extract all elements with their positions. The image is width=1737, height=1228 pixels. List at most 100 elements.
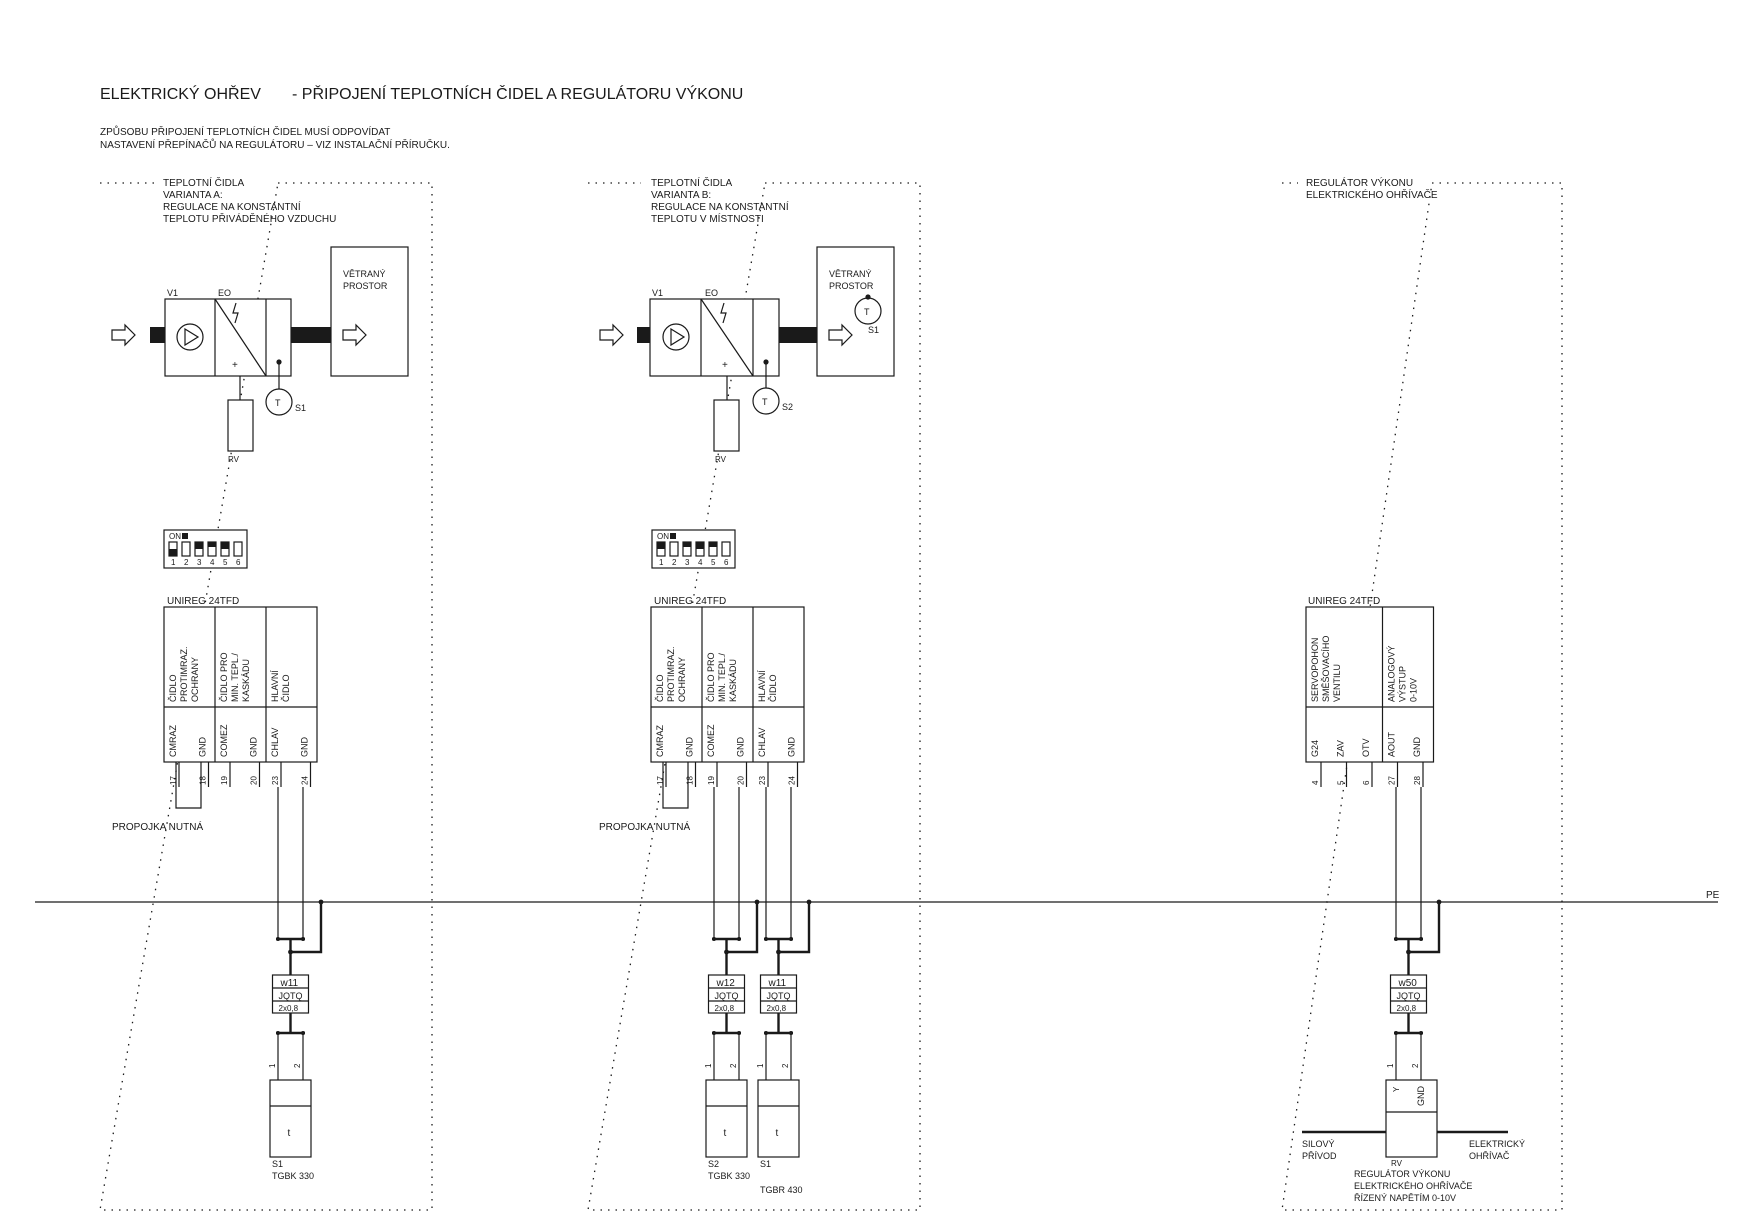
dip-switch-1[interactable] [656,541,666,557]
terminal-name: GND [1412,737,1422,758]
dip-switch-3[interactable] [682,541,692,557]
variant-b-heading-3: REGULACE NA KONSTANTNÍ [651,200,789,213]
duct-inlet [150,327,165,343]
ventilated-space-box [330,246,409,377]
dip-switch-frame [651,529,736,569]
power-regulator-box [227,399,254,452]
sensor-model: TGBK 330 [708,1171,750,1181]
terminal-name: GND [685,737,695,758]
sensor-model: TGBK 330 [272,1171,314,1181]
device-terminal-y: Y [1392,1086,1401,1092]
fan-triangle [670,327,686,347]
variant-a-frame [99,182,433,1211]
dip-switch-5[interactable] [708,541,718,557]
terminal-block-frame [163,606,318,763]
dip-on-indicator [182,533,188,539]
terminal-number: 18 [686,776,695,785]
room-temperature-sensor-icon [854,297,882,325]
rv-label: RV [228,455,240,464]
heater-label: EO [218,288,231,298]
terminal-group-label: MIN. TEPL./ [230,653,240,702]
fan-icon [662,323,690,351]
terminal-number: 17 [169,776,178,785]
terminal-name: CHLAV [757,728,767,757]
terminal-group-label: ČIDLO [655,674,665,702]
dip-switch-2[interactable] [181,541,191,557]
terminal-group-label: OCHRANY [190,657,200,702]
shield-wire [290,902,323,954]
dip-switch-3[interactable] [194,541,204,557]
terminal-number: 18 [199,776,208,785]
pin-label: 1 [756,1063,765,1068]
variant-b-heading-2: VARIANTA B: [651,190,711,201]
terminal-group-label: KASKÁDU [728,659,738,702]
clamp-dot [1394,937,1398,941]
fan-icon [176,323,204,351]
variant-a-heading-1: TEPLOTNÍ ČIDLA [163,176,244,189]
variant-a-section: TEPLOTNÍ ČIDLA VARIANTA A: REGULACE NA K… [99,176,433,1211]
dip-switch-6[interactable] [721,541,731,557]
clamp-dot [789,937,793,941]
sensor-symbol: T [762,397,768,407]
device-desc-3: ŘÍZENÝ NAPĚTÍM 0-10V [1354,1193,1456,1203]
supply-label-2: PŘÍVOD [1302,1151,1337,1161]
fan-label: V1 [652,288,663,298]
dip-switch-4[interactable] [695,541,705,557]
cable-id: w12 [716,978,736,989]
terminal-number: 17 [656,776,665,785]
fan-triangle [184,327,200,347]
cable-tag [1389,974,1428,1014]
ahu-unit [649,298,780,377]
dip-switch-number: 4 [210,558,215,567]
variant-b-heading-4: TEPLOTU V MÍSTNOSTI [651,212,764,225]
dip-switch-6[interactable] [233,541,243,557]
cable-id: w11 [768,978,787,989]
terminal-number: 19 [707,776,716,785]
dip-switch-number: 2 [672,558,677,567]
jumper-wire [175,762,202,809]
pin-label: 2 [293,1063,302,1068]
duct-temperature-sensor-icon [752,387,780,415]
dip-switch-body [669,541,679,557]
dip-on-indicator [670,533,676,539]
dip-on-label: ON [169,532,181,541]
dip-switch-lever [683,542,691,547]
note-line-2: NASTAVENÍ PŘEPÍNAČŮ NA REGULÁTORU – VIZ … [100,138,450,151]
terminal-group-label: VENTILU [1332,664,1342,702]
pin-label: 1 [1386,1063,1395,1068]
dip-switch-lever [657,542,665,549]
terminal-group-label: PROTIMRAZ. [179,647,189,703]
cable-type: JQTQ [279,991,303,1001]
terminal-group-label: ANALOGOVÝ [1387,645,1397,702]
terminal-name: GND [249,737,259,758]
cable-tag [759,974,798,1014]
terminal-group-label: OCHRANY [677,657,687,702]
dip-switch-5[interactable] [220,541,230,557]
dip-switch-number: 3 [197,558,202,567]
cable-size: 2x0,8 [715,1004,735,1013]
clamp-dot [301,937,305,941]
regulator-section: REGULÁTOR VÝKONU ELEKTRICKÉHO OHŘÍVAČE U… [1281,176,1563,1211]
dip-switch-2[interactable] [669,541,679,557]
terminal-group-label: VÝSTUP [1398,666,1408,702]
controller-label: UNIREG 24TFD [167,596,239,607]
dip-switch-1[interactable] [168,541,178,557]
device-terminal-gnd: GND [1416,1086,1426,1107]
dip-switch-frame [163,529,248,569]
cable-tag [271,974,310,1014]
dip-switch-4[interactable] [207,541,217,557]
duct-inlet [637,327,650,343]
pin-label: 2 [729,1063,738,1068]
heater-diagonal [214,298,267,377]
cable-id: w11 [280,978,299,989]
dip-switch-lever [709,542,717,547]
diagram-title: ELEKTRICKÝ OHŘEV [100,84,261,103]
terminal-group-label: ČIDLO PRO [219,652,229,702]
terminal-name: G24 [1310,740,1320,757]
